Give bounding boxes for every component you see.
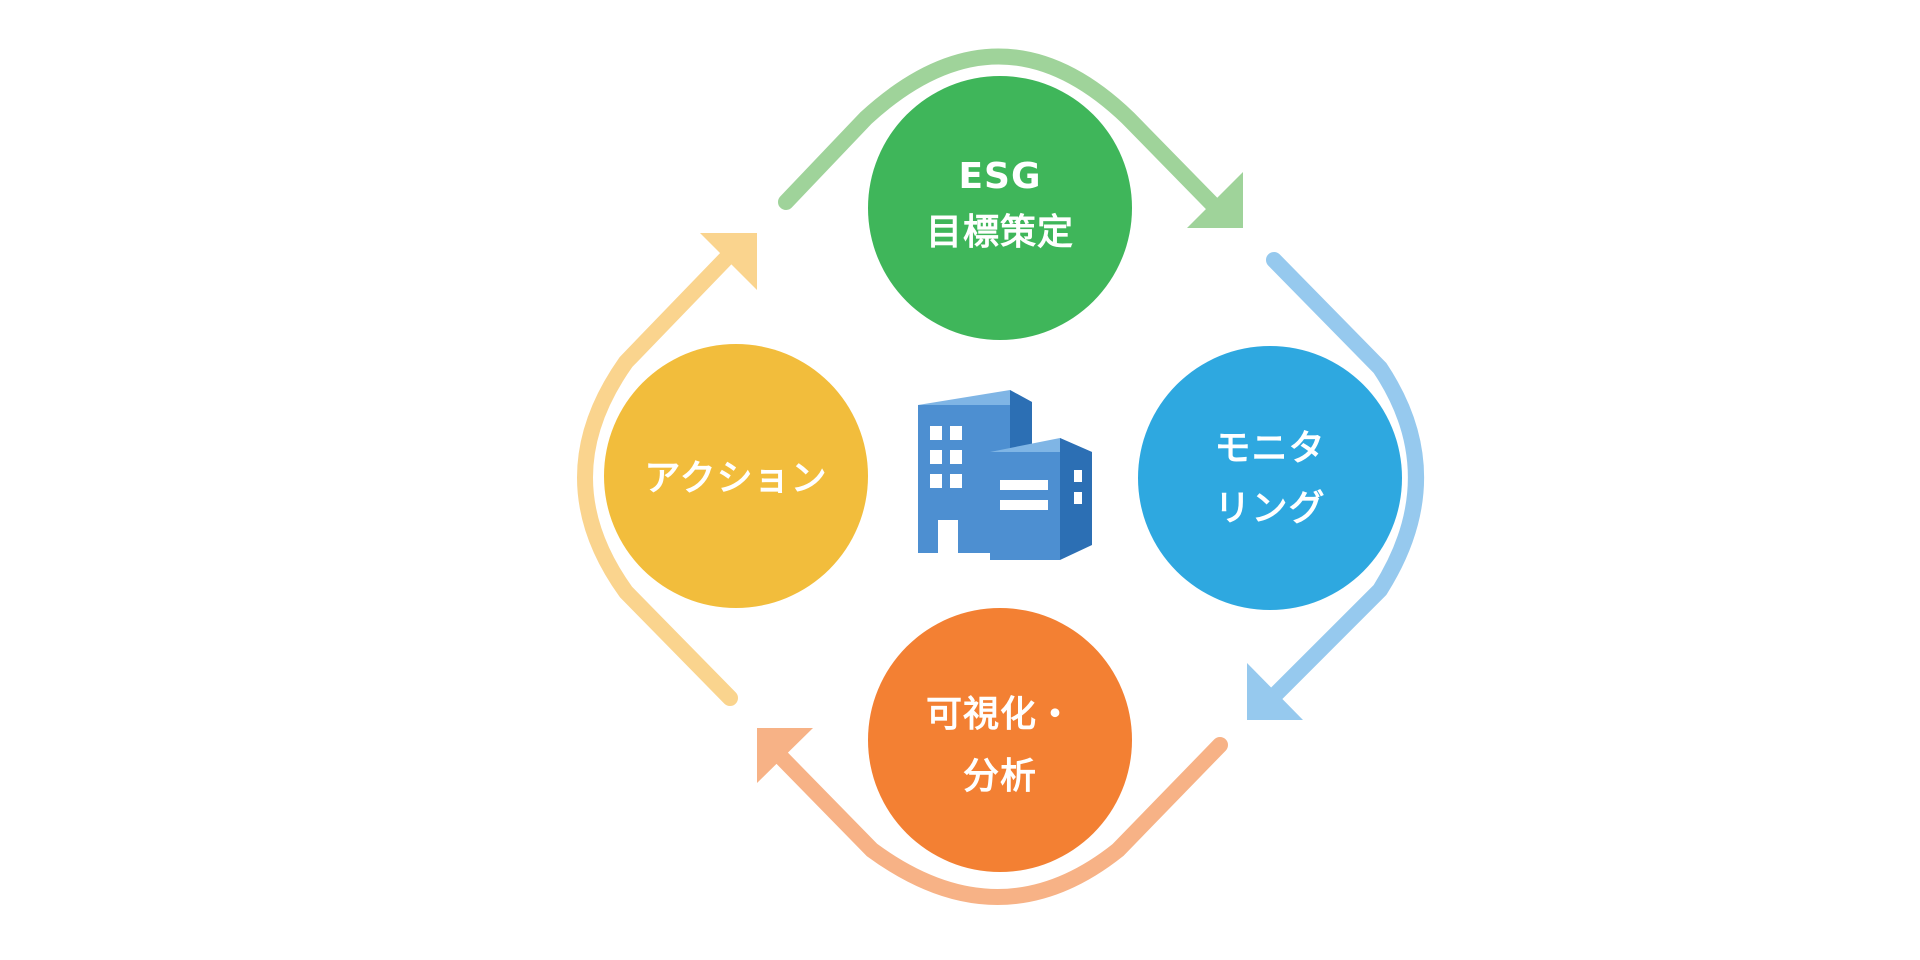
node-monitoring: モニタ リング <box>1138 346 1402 610</box>
arrow-goal-to-monitoring-head <box>1187 172 1243 228</box>
arrow-action-to-goal <box>577 233 757 706</box>
arrow-action-to-goal-head <box>700 233 757 290</box>
arrow-goal-to-monitoring <box>778 48 1243 228</box>
building-window <box>930 426 942 440</box>
node-action-line1: アクション <box>644 458 827 499</box>
arrow-goal-to-monitoring-line <box>778 48 1228 220</box>
building-window <box>930 474 942 488</box>
building-window <box>950 474 962 488</box>
node-esg-goal-line2: 目標策定 <box>926 212 1074 253</box>
building-window-strip <box>1000 480 1048 490</box>
arrow-action-to-goal-line <box>577 238 746 706</box>
node-visualization-line1: 可視化・ <box>926 694 1074 735</box>
node-action-circle <box>604 344 868 608</box>
building-window <box>950 450 962 464</box>
building-door <box>938 520 958 553</box>
node-monitoring-circle <box>1138 346 1402 610</box>
arrow-monitoring-to-visualization-head <box>1247 663 1303 720</box>
node-visualization: 可視化・ 分析 <box>868 608 1132 872</box>
building-window <box>1074 470 1082 482</box>
building-window <box>930 450 942 464</box>
node-visualization-circle <box>868 608 1132 872</box>
node-esg-goal: ESG 目標策定 <box>868 76 1132 340</box>
node-esg-goal-circle <box>868 76 1132 340</box>
node-monitoring-line1: モニタ <box>1214 428 1325 469</box>
arrow-visualization-to-action-head <box>757 728 813 783</box>
building-window <box>950 426 962 440</box>
building-window-strip <box>1000 500 1048 510</box>
building-window <box>1074 492 1082 504</box>
arrow-visualization-to-action <box>757 728 1228 905</box>
arrow-monitoring-to-visualization-line <box>1254 252 1424 716</box>
office-building-icon <box>918 390 1092 560</box>
node-esg-goal-line1: ESG <box>958 156 1041 197</box>
node-monitoring-line2: リング <box>1214 488 1325 529</box>
arrow-monitoring-to-visualization <box>1247 252 1424 720</box>
arrow-visualization-to-action-line <box>772 737 1228 905</box>
cycle-arrows <box>577 48 1424 905</box>
node-visualization-line2: 分析 <box>963 756 1037 797</box>
node-action: アクション <box>604 344 868 608</box>
